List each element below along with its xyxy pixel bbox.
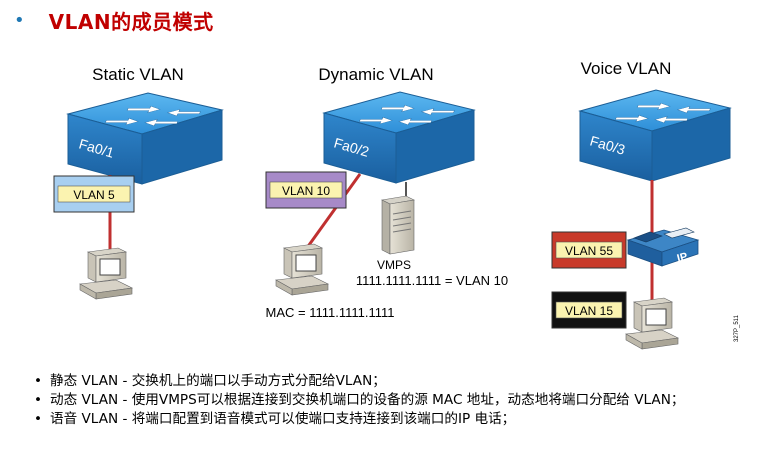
note-text: 语音 VLAN - 将端口配置到语音模式可以使端口支持连接到该端口的IP 电话； (50, 411, 516, 427)
figure-id: 327P_511 (734, 314, 740, 342)
pc-voice-icon (625, 297, 679, 350)
vmps-server-icon (381, 195, 415, 255)
ip-phone-icon: IP (626, 227, 700, 267)
vlan-label-data: VLAN 15 (565, 304, 613, 318)
voice-vlan-label: Voice VLAN (581, 59, 672, 78)
note-text: 动态 VLAN - 使用VMPS可以根据连接到交换机端口的设备的源 MAC 地址… (50, 392, 685, 408)
note-text: 静态 VLAN - 交换机上的端口以手动方式分配给VLAN； (50, 373, 386, 389)
note-bullet: • (33, 411, 43, 427)
vlan-tag-voice: VLAN 55 (551, 231, 627, 269)
switch-voice: Fa0/3 (578, 89, 732, 182)
voice-vlan-group: Voice VLAN Fa0/3 VLAN 55 VLAN 15 (551, 59, 732, 350)
switch-static: Fa0/1 (66, 92, 224, 185)
notes-list: • 静态 VLAN - 交换机上的端口以手动方式分配给VLAN； • 动态 VL… (26, 372, 771, 429)
vlan-tag-data: VLAN 15 (551, 291, 627, 329)
pc-static-icon (79, 247, 133, 300)
dynamic-vlan-group: Dynamic VLAN Fa0/2 VLAN 10 VMPS 1 (265, 65, 508, 320)
page-title: VLAN的成员模式 (48, 10, 214, 34)
note-static: • 静态 VLAN - 交换机上的端口以手动方式分配给VLAN； (26, 372, 771, 391)
note-bullet: • (33, 373, 43, 389)
pc-dynamic-icon (275, 243, 329, 296)
link-dynamic (302, 173, 362, 253)
vmps-label: VMPS (377, 258, 411, 272)
vlan-diagram: Static VLAN Fa0/1 VLAN 5 Dynamic (53, 59, 740, 350)
note-voice: • 语音 VLAN - 将端口配置到语音模式可以使端口支持连接到该端口的IP 电… (26, 410, 771, 429)
ip-badge: IP (676, 251, 689, 265)
title-row: • VLAN的成员模式 (14, 6, 214, 35)
vlan-label-static: VLAN 5 (73, 188, 115, 202)
static-vlan-label: Static VLAN (92, 65, 184, 84)
vlan-label-voice: VLAN 55 (565, 244, 613, 258)
title-bullet: • (14, 10, 25, 31)
static-vlan-group: Static VLAN Fa0/1 VLAN 5 (53, 65, 224, 300)
mac-address-label: MAC = 1111.1111.1111 (265, 305, 394, 320)
vlan-tag-static: VLAN 5 (53, 175, 135, 213)
switch-dynamic: Fa0/2 (322, 91, 476, 184)
vlan-label-dynamic: VLAN 10 (282, 184, 330, 198)
note-bullet: • (33, 392, 43, 408)
note-dynamic: • 动态 VLAN - 使用VMPS可以根据连接到交换机端口的设备的源 MAC … (26, 391, 771, 410)
vmps-mapping: 1111.1111.1111 = VLAN 10 (356, 273, 508, 288)
dynamic-vlan-label: Dynamic VLAN (318, 65, 433, 84)
vlan-tag-dynamic: VLAN 10 (265, 171, 347, 209)
